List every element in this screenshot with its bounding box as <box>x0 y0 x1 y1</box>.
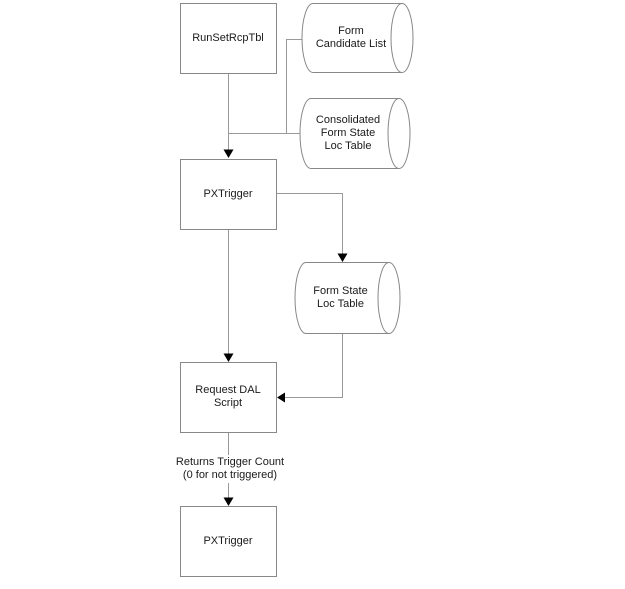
node-label-line: Candidate List <box>315 37 387 50</box>
node-label-line: Script <box>213 397 243 409</box>
arrowhead-into-pxtrigger-2 <box>223 497 234 506</box>
node-consolidated-form-state-loc-table-shape <box>299 98 411 169</box>
node-label-line: Form <box>338 24 364 37</box>
node-label-line: Loc Table <box>317 297 364 310</box>
annotation-returns-trigger-count: Returns Trigger Count (0 for not trigger… <box>148 455 312 483</box>
node-label: PXTrigger <box>203 187 253 200</box>
label-run-set-rcp-tbl: RunSetRcpTbl <box>180 3 276 73</box>
label-form-candidate-list: Form Candidate List <box>302 3 400 72</box>
connector-formstate-to-requestdal <box>285 333 343 398</box>
connector-pxtrigger-to-formstate <box>276 193 343 254</box>
node-px-trigger-1-shape <box>180 159 277 230</box>
node-label: PXTrigger <box>203 534 253 547</box>
label-request-dal-script: Request DAL Script <box>180 362 276 432</box>
node-run-set-rcp-tbl-shape <box>180 3 277 74</box>
node-px-trigger-2-shape <box>180 506 277 577</box>
label-px-trigger-1: PXTrigger <box>180 159 276 229</box>
node-label-line: Consolidated <box>315 113 381 126</box>
label-consolidated-form-state-loc-table: Consolidated Form State Loc Table <box>299 98 397 168</box>
annotation-line: (0 for not triggered) <box>182 469 278 481</box>
node-label-line: Form State <box>313 284 368 297</box>
arrowhead-into-requestdal-right <box>277 392 285 403</box>
node-form-candidate-list-shape <box>301 3 414 73</box>
annotation-line: Returns Trigger Count <box>175 456 285 468</box>
cylinder-cap <box>390 3 414 73</box>
arrowhead-into-pxtrigger-1 <box>223 149 234 158</box>
cylinder-body <box>294 262 389 334</box>
node-label-line: Request DAL <box>195 384 261 396</box>
arrowhead-into-formstate-loctable <box>337 253 348 262</box>
node-request-dal-script-shape <box>180 362 277 433</box>
label-form-state-loc-table: Form State Loc Table <box>294 262 387 333</box>
cylinder-body <box>299 98 399 169</box>
arrowhead-into-requestdal-top <box>223 353 234 362</box>
connector-formcandidatelist-branch <box>286 39 303 134</box>
cylinder-cap <box>387 98 411 169</box>
cylinder-body <box>301 3 402 73</box>
label-px-trigger-2: PXTrigger <box>180 506 276 576</box>
node-form-state-loc-table-shape <box>294 262 401 334</box>
node-label-line: Form State <box>320 126 376 139</box>
node-label: RunSetRcpTbl <box>192 31 264 44</box>
cylinder-cap <box>377 262 401 334</box>
node-label-line: Loc Table <box>324 139 372 152</box>
